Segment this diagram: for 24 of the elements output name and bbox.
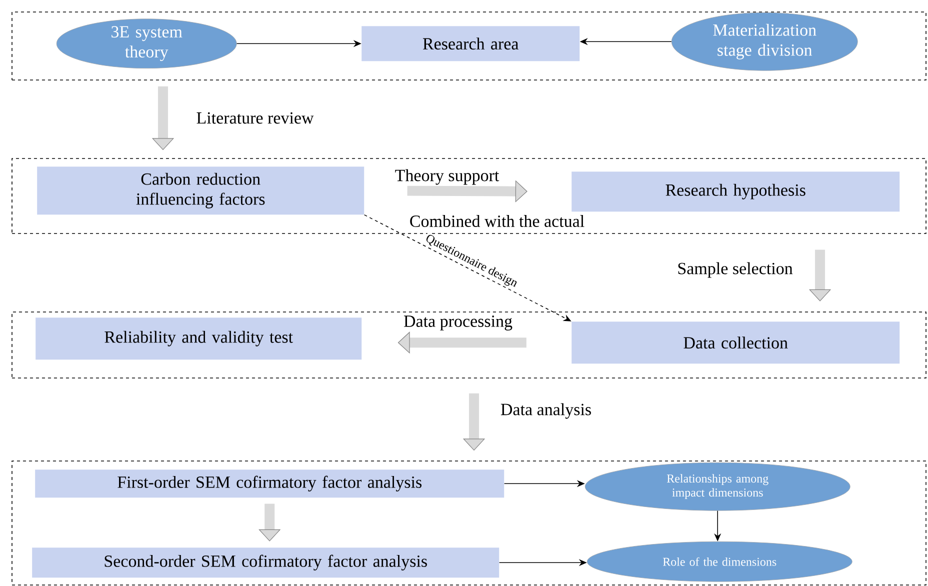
process-box: Second-order SEM cofirmatory factor analysis — [32, 548, 500, 578]
ellipse-node: 3E system theory — [56, 18, 237, 68]
ellipse-node: Role of the dimensions — [586, 541, 852, 582]
edge-label: Sample selection — [676, 261, 794, 279]
block-arrow — [407, 180, 528, 202]
note-text: Combined with the actual — [408, 214, 586, 228]
dashed-frame — [12, 158, 926, 234]
process-box: Research hypothesis — [572, 172, 900, 212]
edge-label: Theory support — [394, 168, 500, 186]
edge-label: Data processing — [402, 314, 514, 332]
edge-label: Literature review — [195, 111, 315, 125]
dashed-frame — [12, 460, 926, 586]
block-arrow — [398, 332, 526, 354]
process-box: Data collection — [572, 322, 900, 364]
process-box: First-order SEM cofirmatory factor analysis — [35, 470, 504, 498]
process-box: Carbon reduction influencing factors — [37, 166, 364, 215]
edge-label: Data analysis — [499, 402, 593, 420]
ellipse-node: Materialization stage division — [671, 12, 858, 71]
block-arrow — [258, 504, 281, 542]
dashed-frame — [12, 312, 926, 378]
process-box: Reliability and validity test — [36, 318, 362, 360]
dashed-frame — [12, 12, 926, 80]
process-box: Research area — [362, 26, 580, 62]
ellipse-node: Relationships among impact dimensions — [584, 462, 850, 511]
